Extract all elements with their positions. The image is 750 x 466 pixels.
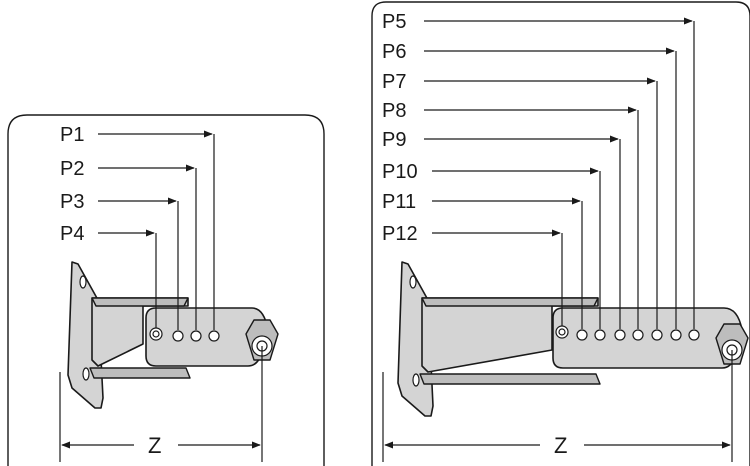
label-p4: P4 [60,223,84,245]
right-panel-frame [371,1,750,466]
right-detent-hole-p7 [651,329,663,341]
left-mount-hole-bottom [82,367,90,381]
right-leaders: P5 P6 P7 P8 P9 P10 P11 P12 [382,11,695,329]
right-detent-hole-p10 [594,329,606,341]
left-detent-hole-p1 [208,330,220,342]
right-panel: P5 P6 P7 P8 P9 P10 P11 P12 [371,1,750,466]
label-p5: P5 [382,11,406,33]
left-channel-bottom-lip [89,367,191,379]
left-bracket [67,261,279,409]
left-mount-hole-top [79,275,87,289]
label-p9: P9 [382,129,406,151]
label-p8: P8 [382,100,406,122]
right-z-dimension: Z [382,350,733,462]
label-p3: P3 [60,191,84,213]
label-p1: P1 [60,124,84,146]
label-p2: P2 [60,158,84,180]
left-detent-hole-p3 [172,330,184,342]
right-detent-hole-p9 [614,329,626,341]
right-pin-inner [558,328,566,336]
left-leaders: P1 P2 P3 P4 [60,124,215,330]
left-panel-frame [7,114,325,466]
right-mount-hole-bottom [412,373,420,387]
label-p10: P10 [382,161,418,183]
right-mount-hole-top [409,275,417,289]
right-detent-hole-p6 [670,329,682,341]
left-z-dimension: Z [59,346,263,462]
label-p12: P12 [382,223,418,245]
right-detent-hole-p8 [632,329,644,341]
left-pin-inner [152,330,160,338]
left-z-label: Z [148,433,161,458]
right-channel-top-lip [421,297,599,307]
right-bracket [397,261,749,417]
label-p6: P6 [382,41,406,63]
label-p7: P7 [382,71,406,93]
right-detent-hole-p11 [576,329,588,341]
left-detent-hole-p2 [190,330,202,342]
label-p11: P11 [382,191,416,213]
left-panel: P1 P2 P3 P4 Z [7,114,325,466]
left-channel-top-lip [91,297,189,307]
right-z-label: Z [554,433,567,458]
right-channel-bottom-lip [419,373,601,385]
right-detent-hole-p5 [688,329,700,341]
